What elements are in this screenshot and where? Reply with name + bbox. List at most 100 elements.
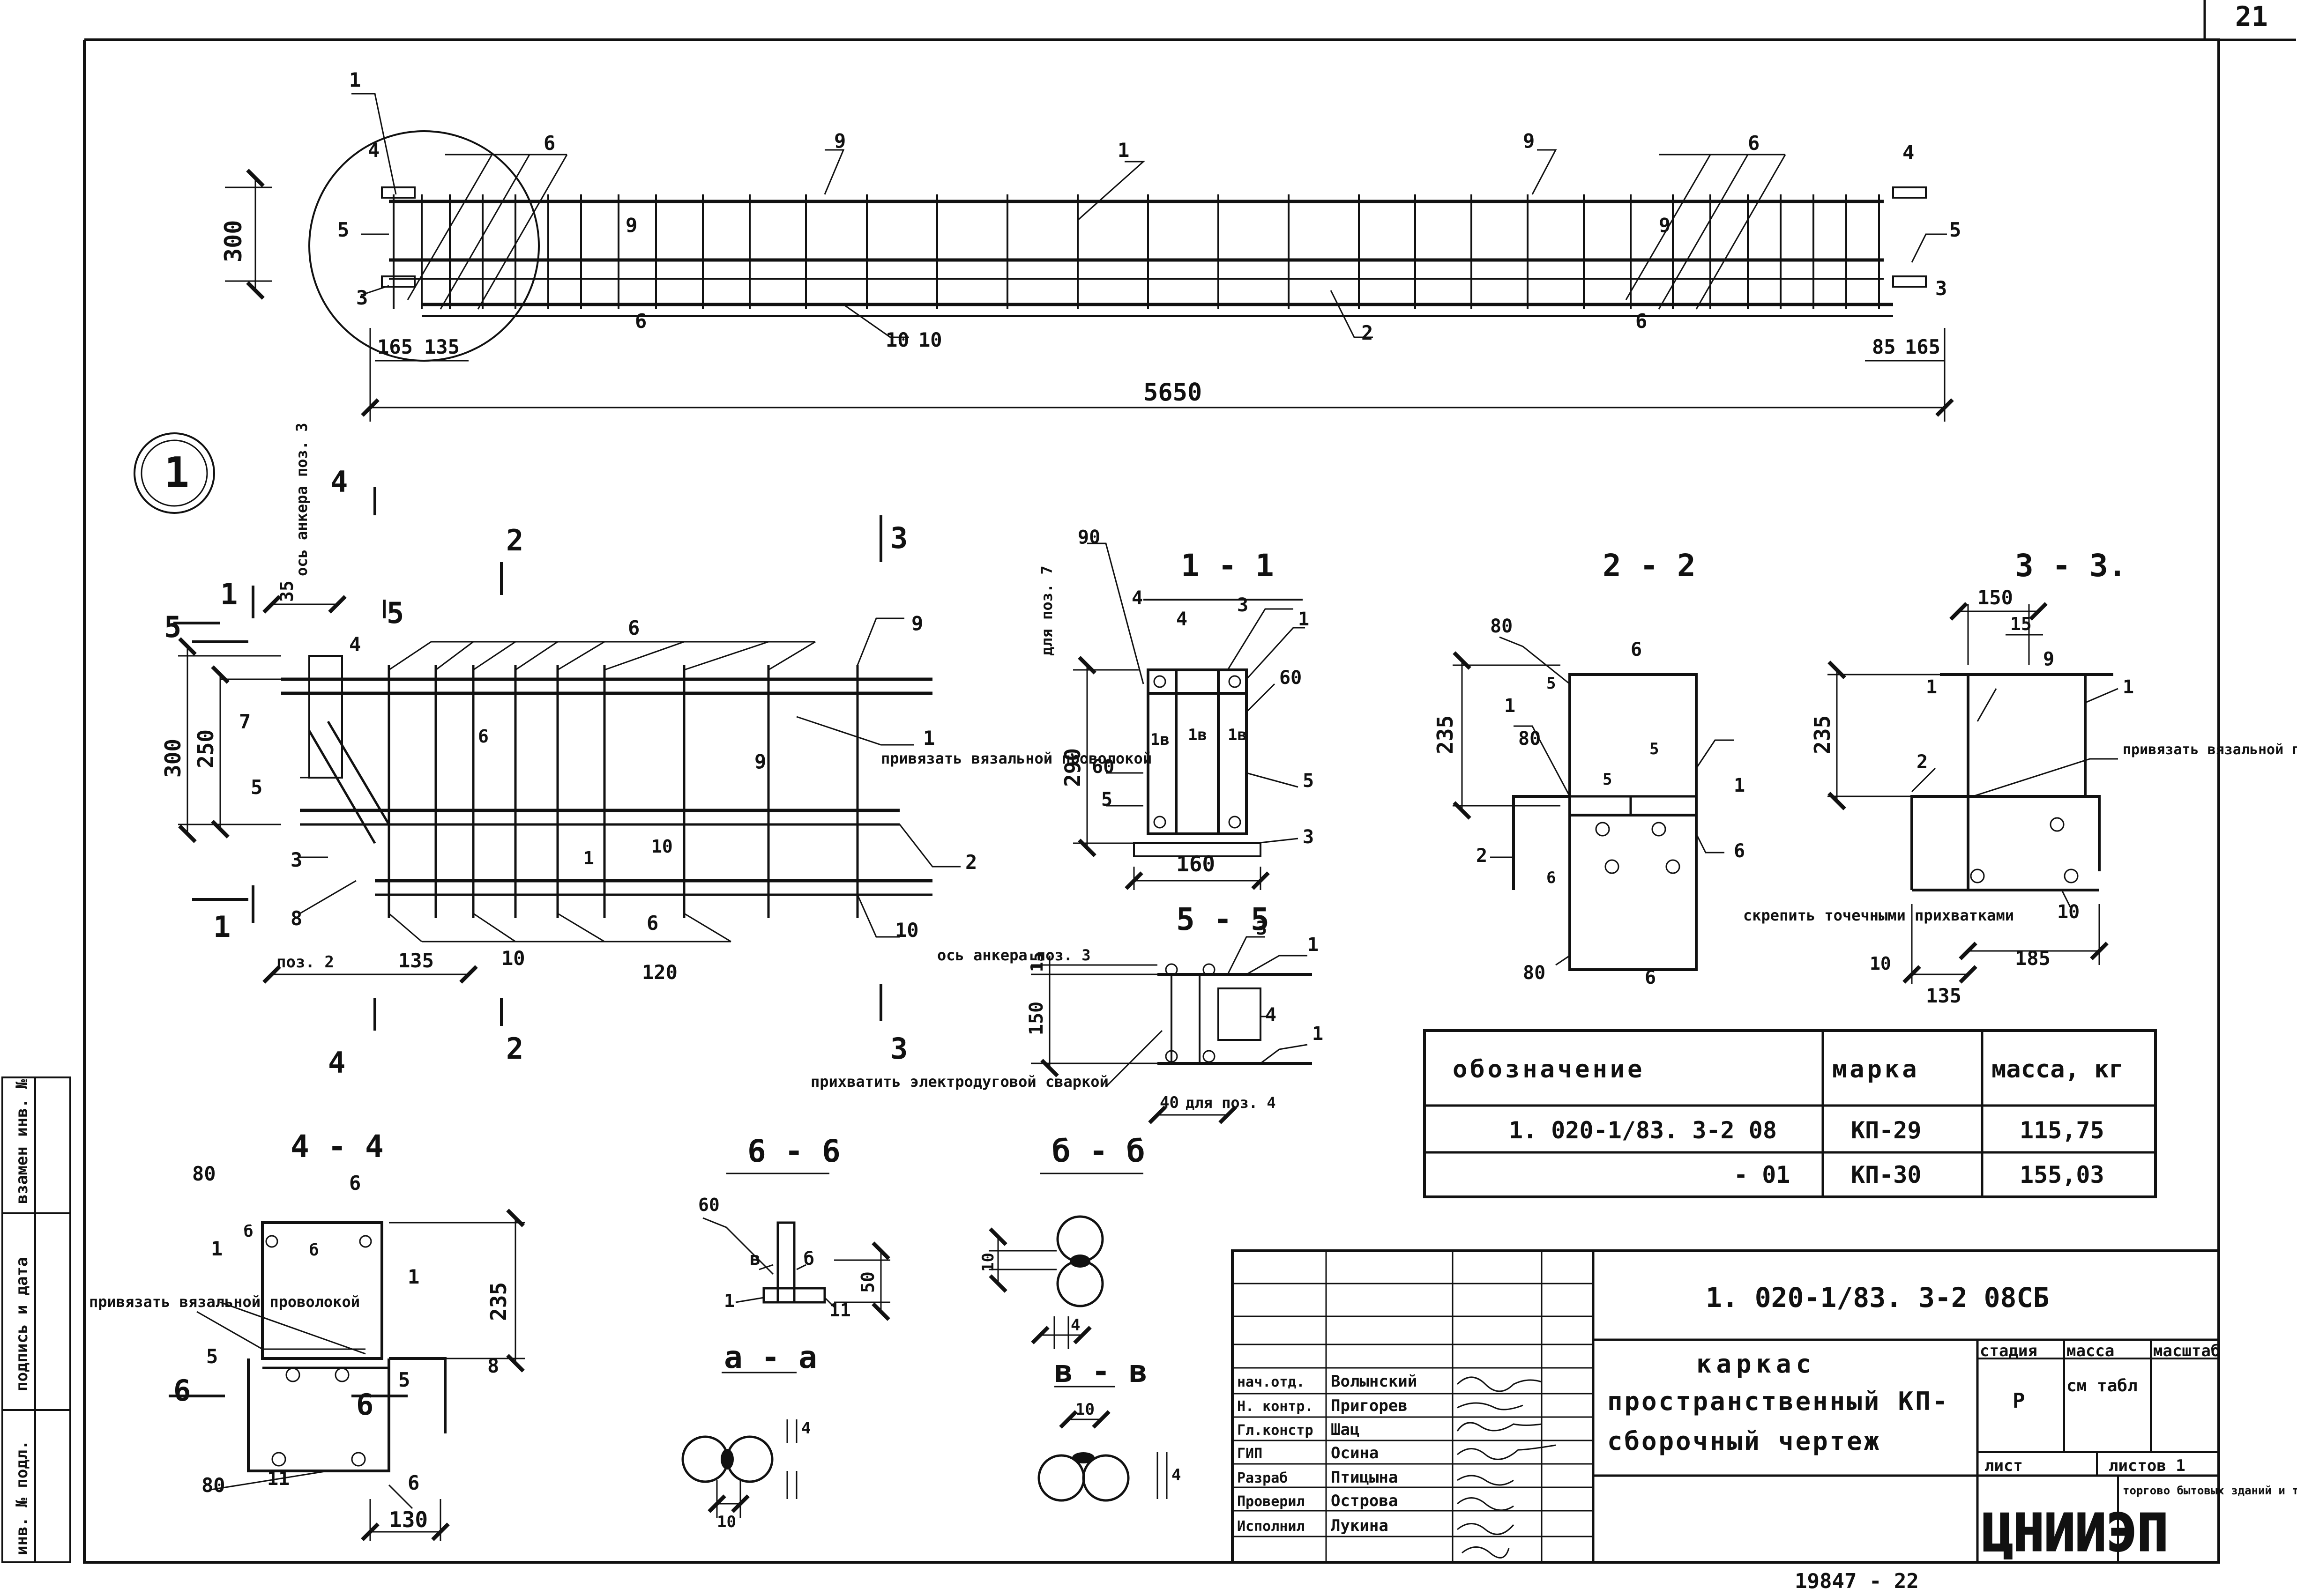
title-line-1: каркас	[1696, 1349, 1816, 1379]
title-line-2: пространственный КП-	[1607, 1387, 1949, 1416]
section-5-5-title: 5 - 5	[1176, 901, 1269, 937]
section-2-2	[1453, 636, 1734, 971]
svg-text:4: 4	[1132, 587, 1143, 609]
top-view-position-labels: 1 4 5 3 6 9 9 1 10 2 6 4 5 3 6 9 10 9 6	[337, 68, 1961, 351]
section-3-3-tie-note: привязать вязальной проволокой	[2123, 742, 2297, 758]
svg-text:1: 1	[408, 1265, 419, 1288]
spec-row1-designation: 1. 020-1/83. 3-2 08	[1509, 1117, 1777, 1144]
svg-text:Шац: Шац	[1331, 1420, 1359, 1439]
title-sheets-label: листов 1	[2109, 1456, 2185, 1475]
section-2-2-dim-235: 235	[1432, 715, 1458, 754]
svg-text:80: 80	[1523, 962, 1545, 984]
dim-85-right: 85	[1872, 335, 1896, 358]
svg-text:6: 6	[1734, 840, 1745, 862]
svg-text:3: 3	[356, 286, 368, 309]
spec-header-mass: масса, кг	[1991, 1055, 2124, 1084]
section-1-1-pos-4: 4	[1176, 609, 1187, 630]
svg-text:80: 80	[201, 1474, 225, 1497]
section-b-b-dim-10: 10	[979, 1253, 998, 1272]
section-6-6	[702, 1173, 890, 1321]
dim-total-5650: 5650	[1143, 379, 1202, 407]
section-1-1-position-labels: 90 4 3 1 60 1в 1в 1в 60 5 5 3	[1078, 527, 1314, 848]
stamp-replaced-inv: взамен инв. №	[13, 1079, 31, 1204]
svg-text:9: 9	[2043, 648, 2054, 670]
section-5-5-dim-15: 15	[1028, 952, 1047, 972]
svg-text:4: 4	[1265, 1004, 1276, 1026]
spec-table	[1423, 1029, 2157, 1198]
svg-text:нач.отд.: нач.отд.	[1237, 1374, 1305, 1390]
top-view	[225, 93, 1954, 422]
svg-text:4: 4	[349, 633, 361, 656]
detail-pos-10-right: 10	[895, 919, 919, 942]
section-6-6-position-labels: 60 в б 1 11	[698, 1195, 851, 1321]
svg-text:1: 1	[213, 910, 231, 944]
svg-text:3: 3	[890, 1032, 908, 1066]
svg-text:1: 1	[2123, 676, 2134, 698]
svg-text:2: 2	[965, 851, 977, 874]
svg-text:Лукина: Лукина	[1331, 1516, 1388, 1535]
svg-text:4: 4	[1902, 141, 1914, 164]
title-stage-value: Р	[2013, 1389, 2025, 1413]
section-5-5-dim-40: 40	[1160, 1093, 1179, 1112]
svg-text:6: 6	[1546, 869, 1556, 887]
detail-section-cut-labels: 1 1 2 2 3 3 4 4 5 5	[164, 465, 908, 1080]
title-line-3: сборочный чертеж	[1607, 1426, 1881, 1456]
svg-text:Пригорев: Пригорев	[1331, 1396, 1408, 1415]
svg-text:10: 10	[886, 328, 910, 351]
svg-text:5: 5	[251, 776, 262, 799]
dim-165-right: 165	[1905, 335, 1940, 358]
svg-text:3: 3	[890, 521, 908, 555]
detail-marker	[134, 432, 215, 514]
svg-text:9: 9	[754, 750, 766, 773]
svg-text:Н. контр.: Н. контр.	[1237, 1398, 1313, 1415]
svg-text:10: 10	[2057, 901, 2080, 923]
svg-text:5: 5	[1649, 740, 1659, 758]
spec-header-mark: марка	[1832, 1055, 1920, 1084]
svg-text:6: 6	[1631, 639, 1642, 661]
section-3-3-dim-185: 185	[2015, 947, 2051, 970]
spec-header-designation: обозначение	[1453, 1055, 1645, 1084]
title-block	[1231, 1249, 2220, 1564]
svg-text:2: 2	[506, 1032, 523, 1066]
title-staff-list: нач.отд. Волынский Н. контр. Пригорев Гл…	[1237, 1372, 1417, 1535]
section-5-5-dim-150: 150	[1026, 1002, 1047, 1035]
svg-text:1: 1	[220, 577, 238, 611]
stamp-inv-podl: инв. № подл.	[13, 1440, 31, 1555]
svg-text:1: 1	[923, 727, 935, 750]
section-3-3-dim-135: 135	[1926, 984, 1961, 1007]
sheet-number: 21	[2235, 0, 2268, 32]
svg-text:Осина: Осина	[1331, 1444, 1379, 1462]
svg-text:10: 10	[501, 947, 525, 970]
section-4-4-position-labels: 80 6 1 1 5 5 8 6 6 80 11 б б 6	[173, 1162, 499, 1497]
section-4-4-tie-note: привязать вязальной проволокой	[89, 1293, 360, 1311]
svg-text:7: 7	[239, 710, 251, 733]
title-mass-value: см табл	[2066, 1376, 2138, 1396]
spec-row2-mark: КП-30	[1851, 1161, 1922, 1188]
svg-text:11: 11	[829, 1300, 851, 1321]
svg-text:4: 4	[330, 465, 348, 499]
section-2-2-title: 2 - 2	[1603, 548, 1696, 584]
section-5-5	[1031, 936, 1312, 1124]
svg-text:5: 5	[337, 218, 349, 241]
detail-axis-label: ось анкера поз. 3	[293, 423, 311, 576]
section-3-3	[1827, 602, 2118, 984]
spec-row1-mass: 115,75	[2020, 1117, 2104, 1144]
title-mass-head: масса	[2066, 1342, 2114, 1360]
svg-text:5: 5	[1546, 674, 1556, 693]
svg-text:6: 6	[1635, 310, 1647, 333]
svg-text:1: 1	[1926, 676, 1937, 698]
svg-text:3: 3	[1256, 918, 1267, 939]
detail-dim-120: 120	[642, 961, 678, 984]
svg-text:1: 1	[724, 1291, 735, 1311]
svg-text:6: 6	[647, 912, 658, 935]
svg-text:ГИП: ГИП	[1237, 1446, 1262, 1462]
svg-text:1: 1	[1298, 609, 1309, 630]
svg-text:8: 8	[291, 907, 302, 930]
section-v-v-dim-4: 4	[1171, 1466, 1181, 1485]
section-a-a-dim-4: 4	[801, 1419, 811, 1438]
sheet-frame	[83, 0, 2296, 1564]
svg-text:2: 2	[506, 523, 523, 557]
svg-text:1в: 1в	[1150, 730, 1170, 749]
section-6-6-dim-50: 50	[858, 1271, 878, 1293]
dim-165-left: 165	[377, 335, 413, 358]
